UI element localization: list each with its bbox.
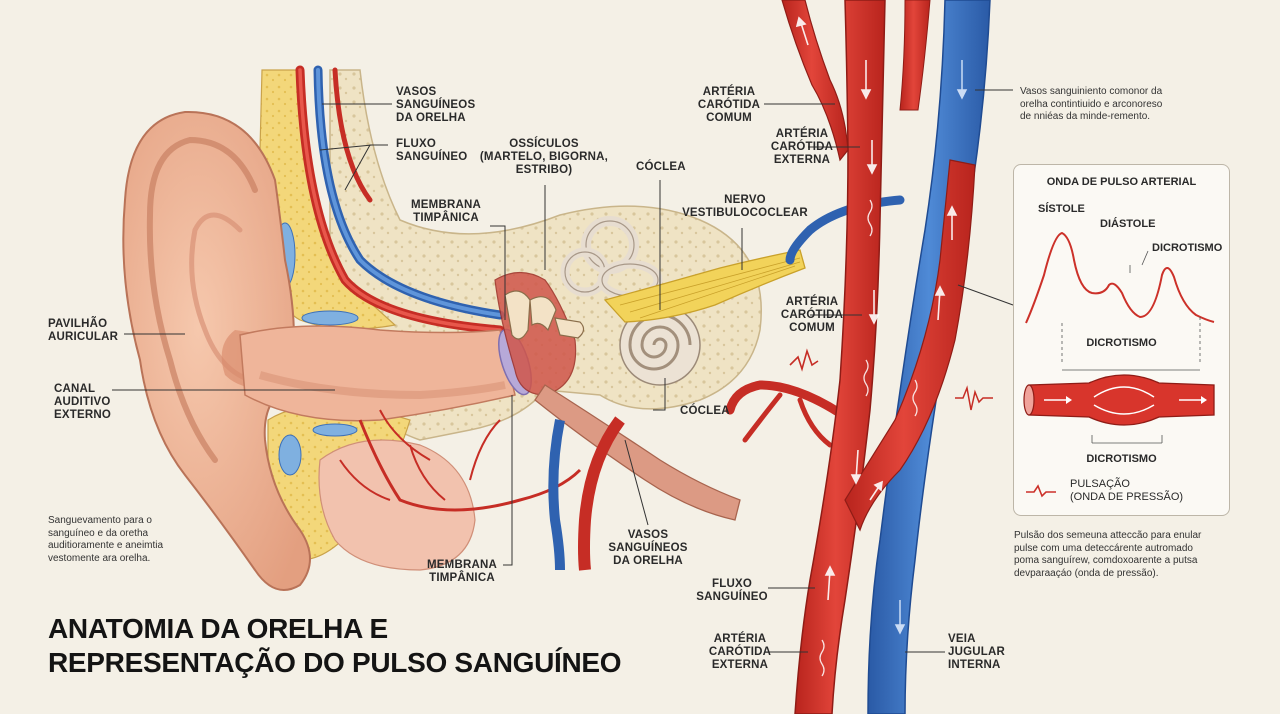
flow-arrows — [795, 16, 958, 601]
label-arteria-externa-top: ARTÉRIA CARÓTIDA EXTERNA — [770, 128, 834, 167]
label-fluxo-top: FLUXO SANGUÍNEO — [396, 138, 468, 164]
pulse-waveform — [1025, 231, 1215, 324]
dicrot-leader — [1141, 250, 1149, 266]
carotid-branch-to-ear-2 — [742, 392, 833, 448]
artery-segment — [1023, 374, 1215, 426]
pulse-wave-graphic — [1023, 231, 1215, 498]
nerve-fibers — [619, 257, 801, 319]
pulse-wave-panel: ONDA DE PULSO ARTERIAL SÍSTOLE DIÁSTOLE … — [1013, 164, 1230, 516]
upper-right-artery — [899, 0, 931, 111]
page-title: ANATOMIA DA ORELHA E REPRESENTAÇÃO DO PU… — [48, 613, 622, 678]
label-sistole: SÍSTOLE — [1038, 203, 1085, 215]
label-vasos-bottom: VASOS SANGUÍNEOS DA ORELHA — [608, 529, 688, 568]
label-pavilhao: PAVILHÃO AURICULAR — [48, 318, 119, 344]
note-bottom-right: Pulsão dos semeuna atteccão para enular … — [1014, 530, 1202, 579]
label-arteria-comum-top: ARTÉRIA CARÓTIDA COMUM — [697, 86, 761, 125]
ear-vein-top-inner — [316, 68, 502, 317]
label-membrana-top: MEMBRANA TIMPÂNICA — [411, 199, 481, 225]
ear-vessel-lower-artery-2 — [339, 409, 501, 501]
ossicle-incus — [529, 296, 557, 332]
vein-arrows — [894, 60, 968, 635]
label-coclea-top: CÓCLEA — [636, 161, 686, 173]
label-vasos-top: VASOS SANGUÍNEOS DA ORELHA — [396, 86, 476, 125]
note-top-right: Vasos sanguiniento comonor da orelha con… — [1020, 86, 1163, 122]
fat-pocket — [301, 310, 359, 326]
label-nervo: NERVO VESTIBULOCOCLEAR — [682, 194, 808, 220]
fat-pocket — [312, 423, 358, 437]
legend-pulsacao: PULSAÇÃO (ONDA DE PRESSÃO) — [1070, 478, 1184, 503]
pulse-panel-title: ONDA DE PULSO ARTERIAL — [1046, 176, 1197, 188]
cochlea — [619, 304, 701, 386]
pulse-squiggle-left — [789, 348, 819, 372]
label-dicrotismo-1: DICROTISMO — [1152, 242, 1223, 254]
pulse-squiggles-in-vessels — [819, 199, 918, 677]
eustachian-tube — [534, 384, 741, 521]
ossicle-stapes — [554, 317, 585, 339]
label-canal: CANAL AUDITIVO EXTERNO — [54, 383, 111, 422]
label-coclea-bottom: CÓCLEA — [680, 405, 730, 417]
label-membrana-bottom: MEMBRANA TIMPÂNICA — [427, 559, 497, 585]
external-carotid-left — [781, 0, 849, 162]
label-dicrotismo-2: DICROTISMO — [1086, 337, 1157, 349]
label-veia: VEIA JUGULAR INTERNA — [948, 633, 1005, 672]
auricle-helix — [146, 136, 258, 463]
pulse-squiggle-right — [955, 385, 993, 411]
fat-pocket — [278, 434, 302, 476]
ear-artery-top-inner — [298, 68, 502, 332]
label-ossiculos: OSSÍCULOS (MARTELO, BIGORNA, ESTRIBO) — [479, 138, 609, 177]
common-carotid-artery — [794, 0, 886, 714]
ossicle-malleus — [504, 290, 531, 340]
legend-swatch — [1026, 484, 1056, 498]
label-dicrotismo-3: DICROTISMO — [1086, 453, 1157, 465]
label-arteria-externa-bottom: ARTÉRIA CARÓTIDA EXTERNA — [708, 633, 772, 672]
label-fluxo-bottom: FLUXO SANGUÍNEO — [696, 578, 768, 604]
carotid-branch-to-ear — [725, 380, 855, 425]
label-arteria-comum-mid: ARTÉRIA CARÓTIDA COMUM — [780, 296, 844, 335]
label-diastole: DIÁSTOLE — [1100, 218, 1156, 230]
ear-canal-shade — [258, 371, 506, 400]
ear-vessel-lower-artery-main — [578, 416, 625, 571]
note-left: Sanguevamento para o sanguíneo e da oret… — [48, 515, 164, 564]
vestibulocochlear-nerve — [603, 249, 806, 323]
ear-vessel-lower-vein — [548, 419, 565, 571]
gland — [318, 439, 476, 571]
external-carotid-right — [844, 159, 976, 532]
leader-lines — [112, 89, 1014, 653]
